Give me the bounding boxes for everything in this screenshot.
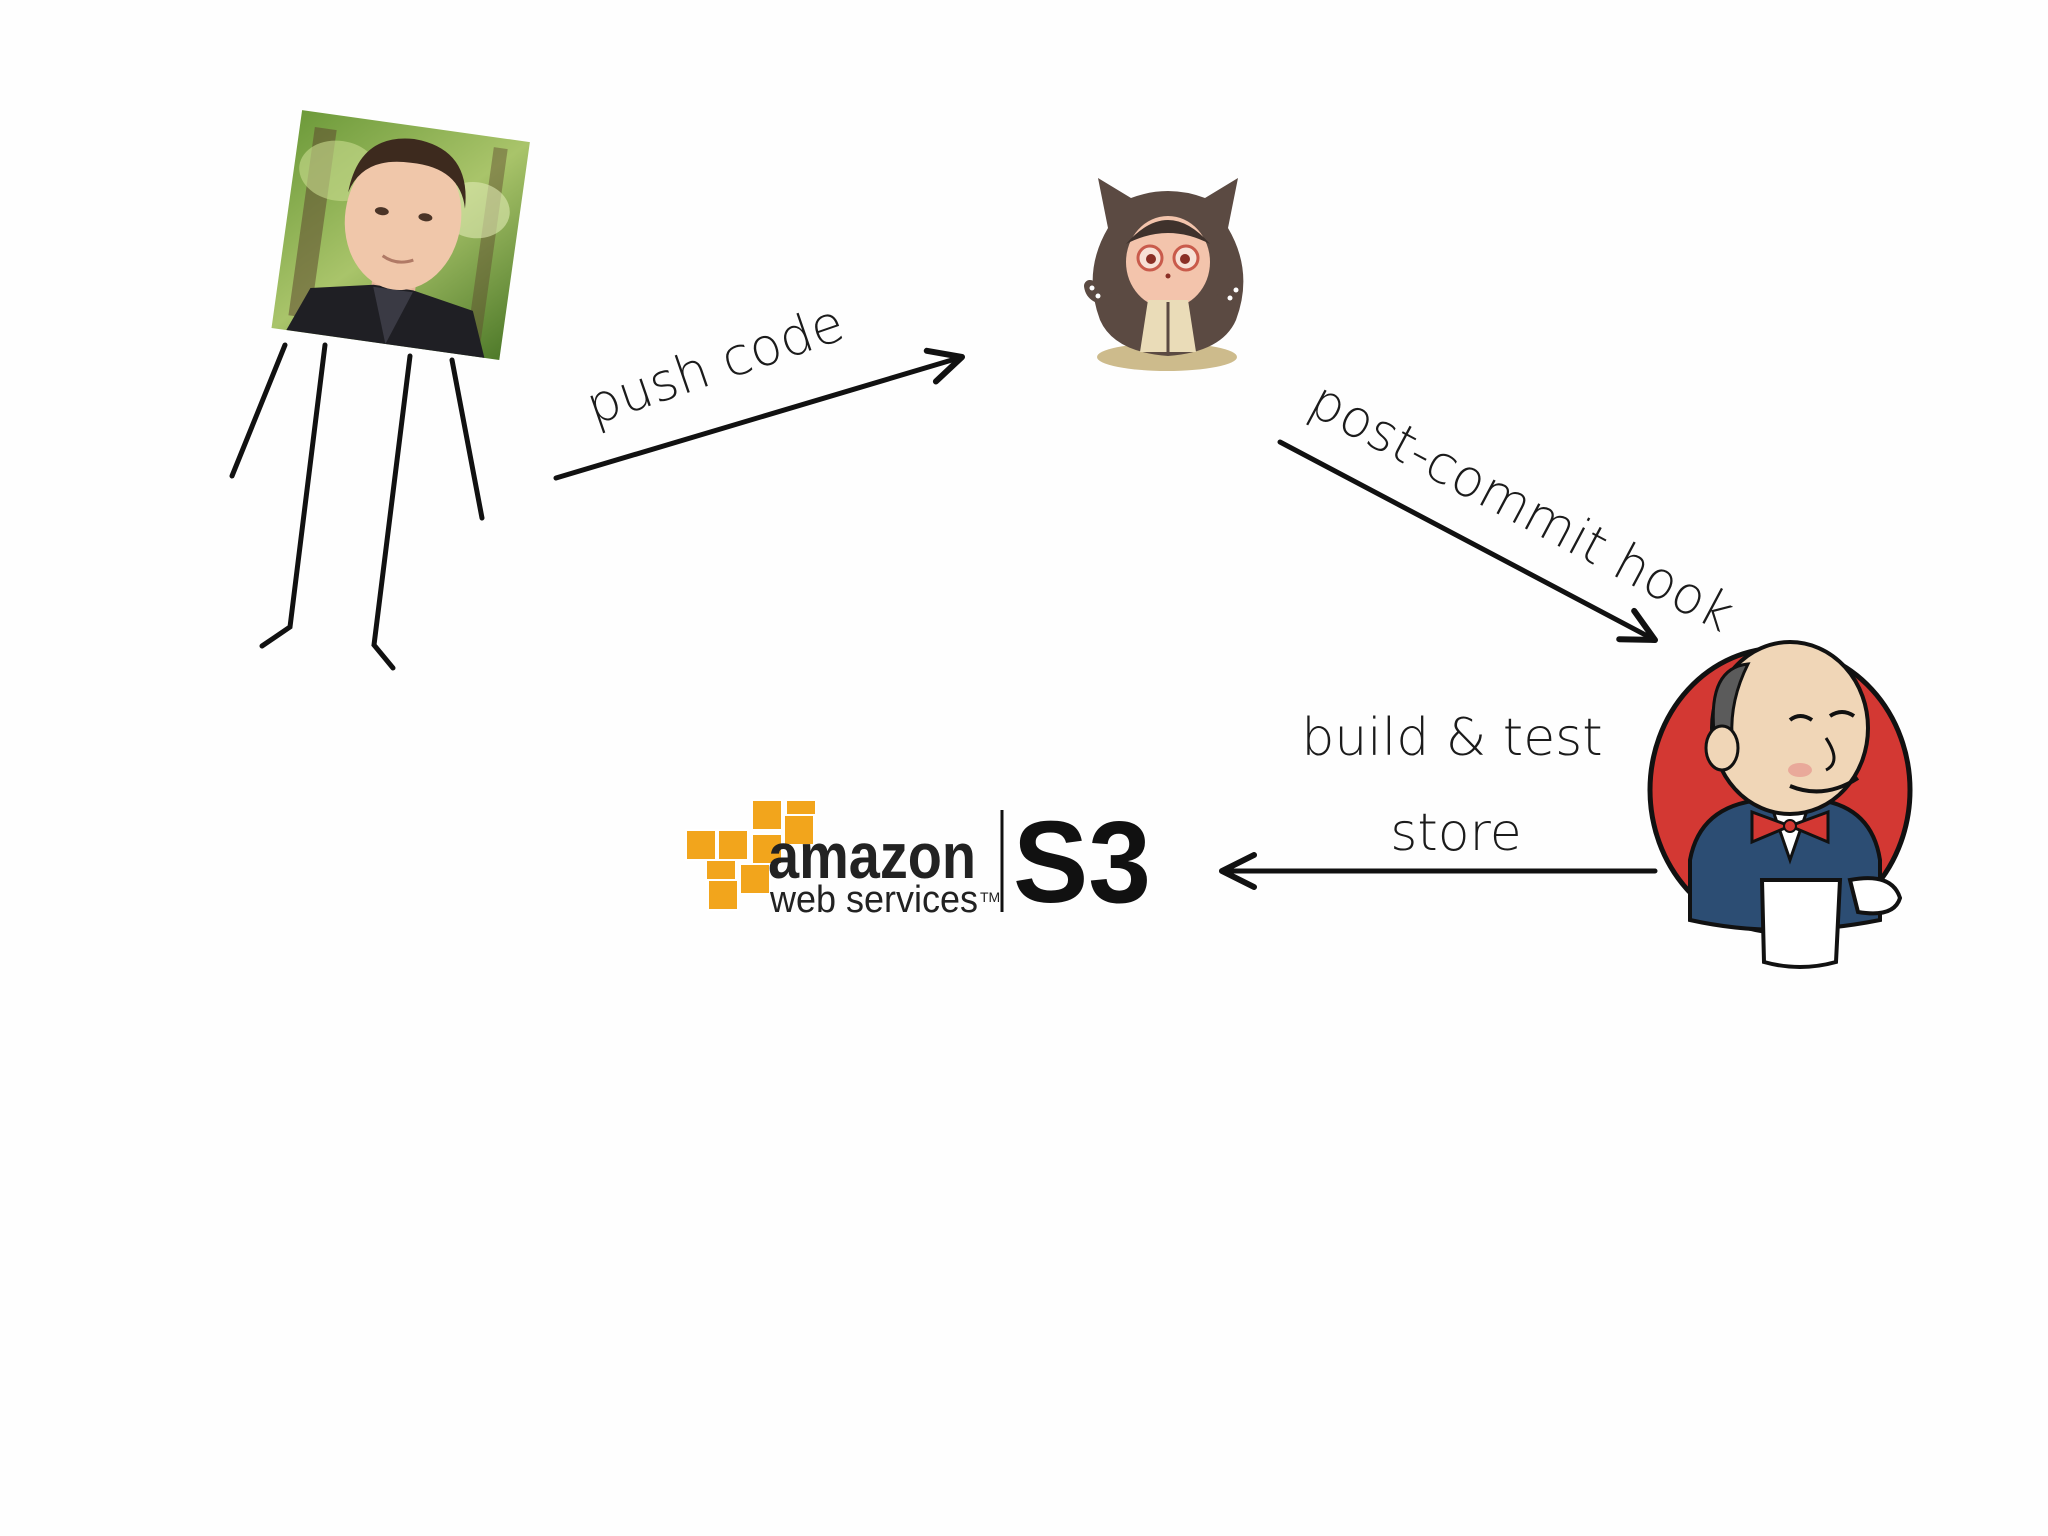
push-code-arrow — [553, 347, 965, 481]
stick-figure-body — [229, 342, 485, 671]
s3-wordmark: S3 — [1013, 797, 1151, 927]
github-octocat-icon — [1084, 178, 1244, 371]
aws-s3-logo: amazon web services TM S3 — [685, 797, 1151, 927]
post-commit-hook-label: post-commit hook — [1300, 371, 1744, 645]
build-test-label: build & test — [1301, 708, 1602, 768]
post-commit-hook-arrow — [1277, 439, 1658, 643]
developer-photo — [271, 110, 530, 360]
jenkins-icon — [1647, 640, 1913, 969]
aws-web-services-text: web services — [769, 879, 978, 921]
developer-figure — [229, 110, 530, 671]
aws-wordmark: amazon — [768, 820, 976, 892]
aws-trademark: TM — [980, 889, 1000, 905]
push-code-label: push code — [579, 293, 852, 437]
store-label: store — [1390, 803, 1522, 863]
aws-cubes-icon — [685, 799, 817, 911]
